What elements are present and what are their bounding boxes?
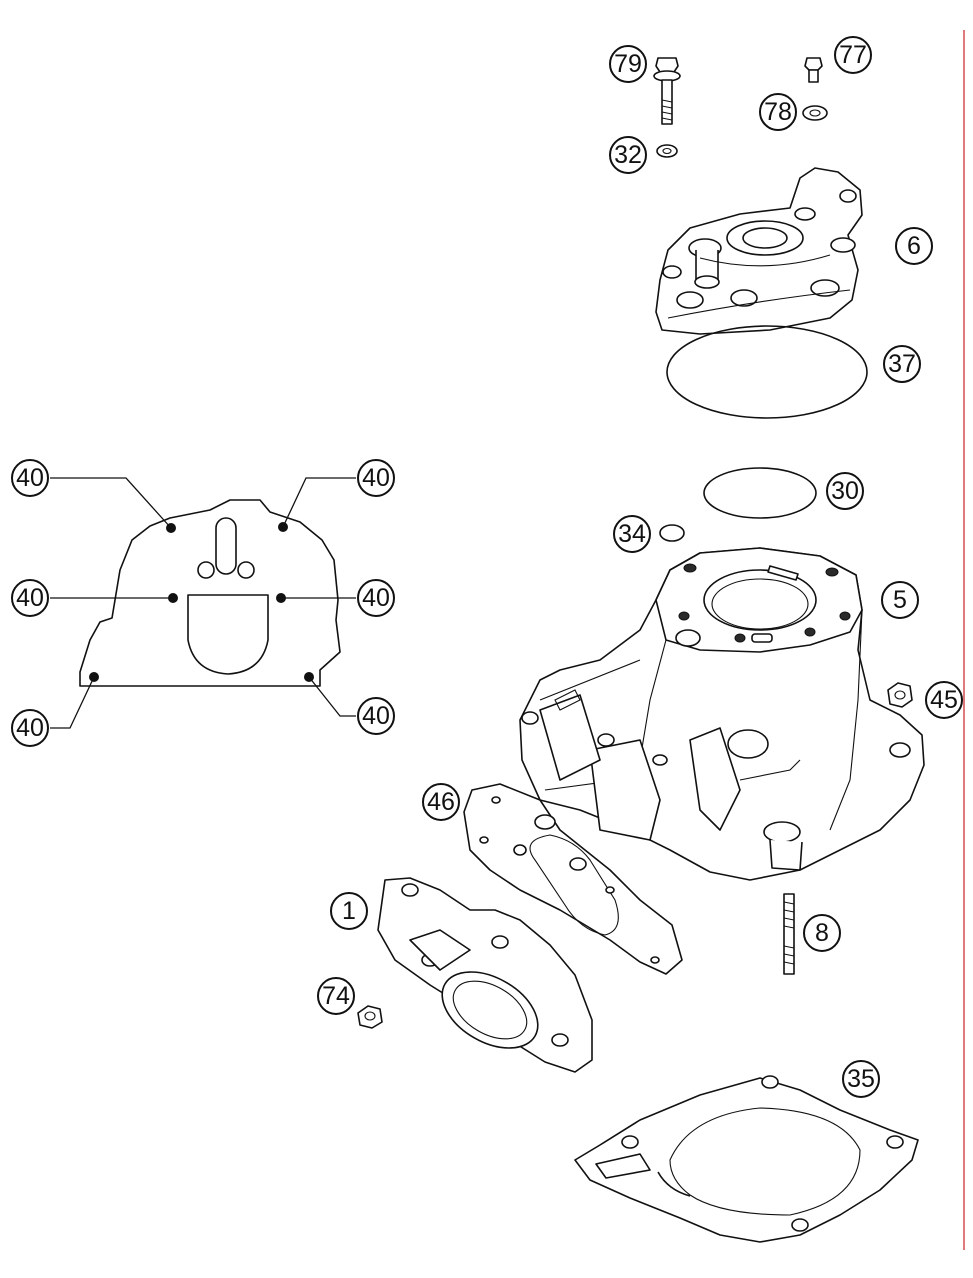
gasket-detail-view bbox=[79, 499, 341, 687]
svg-text:45: 45 bbox=[930, 686, 958, 714]
svg-text:40: 40 bbox=[362, 584, 390, 612]
callout-46: 46 bbox=[422, 783, 460, 821]
callout-8: 8 bbox=[803, 914, 841, 952]
svg-text:35: 35 bbox=[847, 1065, 875, 1093]
svg-text:37: 37 bbox=[888, 350, 916, 378]
bolt-79 bbox=[653, 57, 681, 125]
bolt-77 bbox=[804, 57, 823, 83]
callout-32: 32 bbox=[609, 136, 647, 174]
callout-45: 45 bbox=[925, 681, 963, 719]
svg-text:5: 5 bbox=[893, 586, 907, 614]
intake-flange-1 bbox=[377, 877, 593, 1073]
o-ring-30 bbox=[703, 467, 817, 519]
callout-6: 6 bbox=[895, 227, 933, 265]
callout-40-mid-left: 40 bbox=[11, 579, 49, 617]
callout-35: 35 bbox=[842, 1060, 880, 1098]
callout-1: 1 bbox=[330, 892, 368, 930]
gasket-46 bbox=[463, 783, 683, 975]
svg-text:77: 77 bbox=[839, 41, 867, 69]
o-ring-34 bbox=[659, 524, 685, 542]
svg-text:40: 40 bbox=[362, 464, 390, 492]
svg-text:8: 8 bbox=[815, 919, 829, 947]
callout-79: 79 bbox=[609, 45, 647, 83]
svg-text:40: 40 bbox=[16, 464, 44, 492]
washer-32 bbox=[656, 144, 678, 158]
svg-text:34: 34 bbox=[618, 520, 646, 548]
leader-lines bbox=[50, 477, 356, 729]
svg-text:40: 40 bbox=[362, 702, 390, 730]
svg-text:74: 74 bbox=[322, 982, 350, 1010]
stud-8 bbox=[783, 893, 795, 975]
cylinder-5 bbox=[519, 547, 925, 881]
callout-37: 37 bbox=[883, 345, 921, 383]
svg-text:32: 32 bbox=[614, 141, 642, 169]
nut-74 bbox=[357, 1005, 383, 1029]
svg-text:46: 46 bbox=[427, 788, 455, 816]
svg-text:40: 40 bbox=[16, 714, 44, 742]
cylinder-head-6 bbox=[655, 167, 863, 335]
callout-5: 5 bbox=[881, 581, 919, 619]
o-ring-37 bbox=[666, 325, 868, 419]
washer-78 bbox=[802, 105, 828, 121]
callout-74: 74 bbox=[317, 977, 355, 1015]
svg-text:79: 79 bbox=[614, 50, 642, 78]
svg-text:30: 30 bbox=[831, 477, 859, 505]
nut-45 bbox=[887, 682, 913, 708]
callout-34: 34 bbox=[613, 515, 651, 553]
svg-text:40: 40 bbox=[16, 584, 44, 612]
callout-40-bottom-left: 40 bbox=[11, 709, 49, 747]
callout-78: 78 bbox=[759, 93, 797, 131]
callout-40-bottom-right: 40 bbox=[357, 697, 395, 735]
callout-77: 77 bbox=[834, 36, 872, 74]
svg-text:6: 6 bbox=[907, 232, 921, 260]
base-gasket-35 bbox=[574, 1075, 919, 1243]
svg-text:78: 78 bbox=[764, 98, 792, 126]
callout-40-top-right: 40 bbox=[357, 459, 395, 497]
callout-40-top-left: 40 bbox=[11, 459, 49, 497]
svg-text:1: 1 bbox=[342, 897, 356, 925]
callout-40-mid-right: 40 bbox=[357, 579, 395, 617]
callout-30: 30 bbox=[826, 472, 864, 510]
